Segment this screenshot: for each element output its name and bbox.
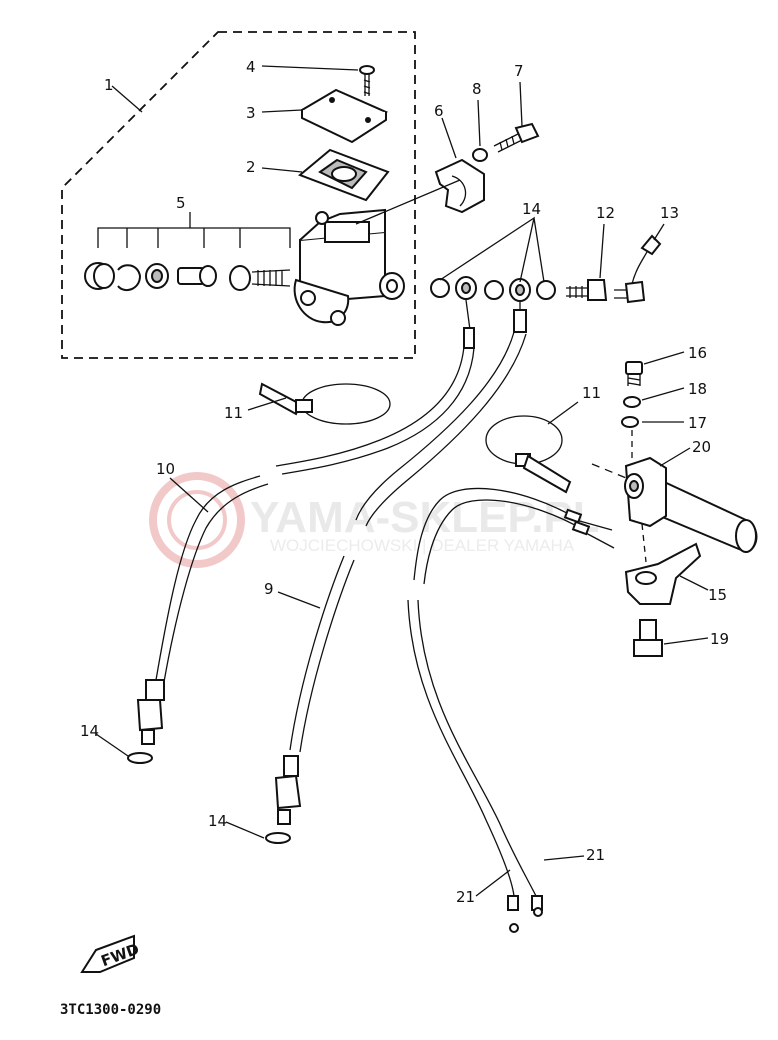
callout-16: 16 xyxy=(688,344,707,362)
callout-9: 9 xyxy=(264,580,274,598)
callout-8: 8 xyxy=(472,80,482,98)
callout-labels: 1 2 3 4 5 6 7 8 9 10 11 11 12 13 14 14 1… xyxy=(80,58,729,906)
lock-washer xyxy=(472,148,488,162)
throttle-grip xyxy=(591,456,758,554)
callout-10: 10 xyxy=(156,460,175,478)
union-bolt xyxy=(566,279,608,301)
holder-clamp xyxy=(434,158,485,214)
holder-bolt xyxy=(493,122,540,153)
callout-15: 15 xyxy=(708,586,727,604)
brake-light-switch xyxy=(614,234,662,304)
assembly-boundary xyxy=(61,31,416,359)
callout-14-left: 14 xyxy=(80,722,99,740)
callout-12: 12 xyxy=(596,204,615,222)
callout-19: 19 xyxy=(710,630,729,648)
diagram-code: 3TC1300-0290 xyxy=(60,1002,161,1018)
cable-tie-right xyxy=(485,415,572,494)
callout-5: 5 xyxy=(176,194,186,212)
brake-hose-left xyxy=(265,302,527,844)
callout-2: 2 xyxy=(246,158,256,176)
piston-kit xyxy=(84,227,291,292)
watermark-title: YAMA-SKLEP.PL xyxy=(250,493,600,542)
watermark-subtitle: WOJCIECHOWSKI | DEALER YAMAHA xyxy=(270,536,575,555)
spring-washer xyxy=(623,396,641,408)
grip-bolt xyxy=(625,361,643,386)
callout-4: 4 xyxy=(246,58,256,76)
diaphragm xyxy=(298,148,390,202)
callout-17: 17 xyxy=(688,414,707,432)
throttle-cables xyxy=(407,487,615,933)
callout-18: 18 xyxy=(688,380,707,398)
bracket-bolt xyxy=(633,619,663,657)
callout-11-right: 11 xyxy=(582,384,601,402)
callout-13: 13 xyxy=(660,204,679,222)
callout-1: 1 xyxy=(104,76,114,94)
cable-tie-left xyxy=(258,382,391,425)
callout-14-top: 14 xyxy=(522,200,541,218)
brake-hose-right xyxy=(127,299,475,764)
plain-washer xyxy=(621,416,639,428)
banjo-fittings xyxy=(430,276,556,302)
reservoir-cap xyxy=(299,88,389,144)
throttle-bracket xyxy=(624,542,702,605)
callout-6: 6 xyxy=(434,102,444,120)
callout-3: 3 xyxy=(246,104,256,122)
fwd-arrow-icon: FWD xyxy=(80,934,142,973)
callout-7: 7 xyxy=(514,62,524,80)
cap-screw xyxy=(359,65,375,96)
callout-21-right: 21 xyxy=(586,846,605,864)
callout-14-middle: 14 xyxy=(208,812,227,830)
watermark-logo-icon xyxy=(149,472,245,568)
callout-21-left: 21 xyxy=(456,888,475,906)
callout-11-left: 11 xyxy=(224,404,243,422)
fwd-label: FWD xyxy=(99,940,142,970)
leader-lines xyxy=(95,65,709,897)
callout-20: 20 xyxy=(692,438,711,456)
watermark: YAMA-SKLEP.PL WOJCIECHOWSKI | DEALER YAM… xyxy=(149,472,600,568)
master-cylinder-body xyxy=(293,208,405,326)
